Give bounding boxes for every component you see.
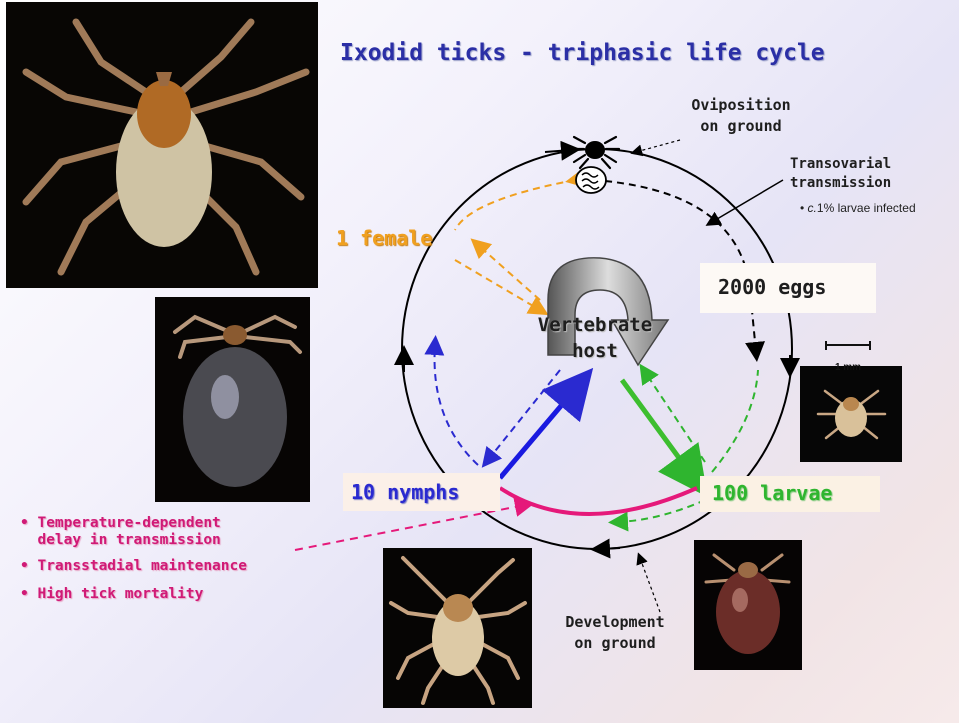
host-line2: host [520,338,670,364]
note-item: • Temperature-dependent [20,515,247,532]
note-item: • Transstadial maintenance [20,558,247,575]
nymphs-label: 10 nymphs [351,480,459,504]
note-bullet: • [800,201,808,215]
host-label: Vertebrate host [520,312,670,364]
development-line1: Development [550,612,680,633]
scale-bar: 1 mm [822,336,874,374]
transovarial-label: Transovarial transmission [790,155,891,193]
scale-label: 1 mm [835,362,861,373]
tick-icon [571,137,619,168]
note-rest: 1% larvae infected [817,201,916,215]
larvae-label-box: 100 larvae [700,476,880,512]
oviposition-line1: Oviposition [676,95,806,116]
development-line2: on ground [550,633,680,654]
eggs-label: 2000 eggs [718,275,826,299]
note-item: • High tick mortality [20,586,247,603]
delay-arc [500,488,697,514]
transovarial-line1: Transovarial [790,155,891,174]
notes-list: • Temperature-dependent delay in transmi… [20,515,247,603]
development-label: Development on ground [550,612,680,654]
slide-title: Ixodid ticks - triphasic life cycle [340,40,920,66]
host-line1: Vertebrate [520,312,670,338]
note-item: delay in transmission [20,532,247,549]
transovarial-note: • c.1% larvae infected [800,201,916,215]
oviposition-line2: on ground [676,116,806,137]
scale-bar-line [822,339,874,351]
transovarial-line2: transmission [790,174,891,193]
note-italic: c. [808,201,817,215]
larvae-label: 100 larvae [712,481,832,505]
female-label: 1 female [336,226,432,250]
oviposition-label: Oviposition on ground [676,95,806,137]
egg-icon [576,167,606,193]
nymphs-label-box: 10 nymphs [343,473,500,511]
